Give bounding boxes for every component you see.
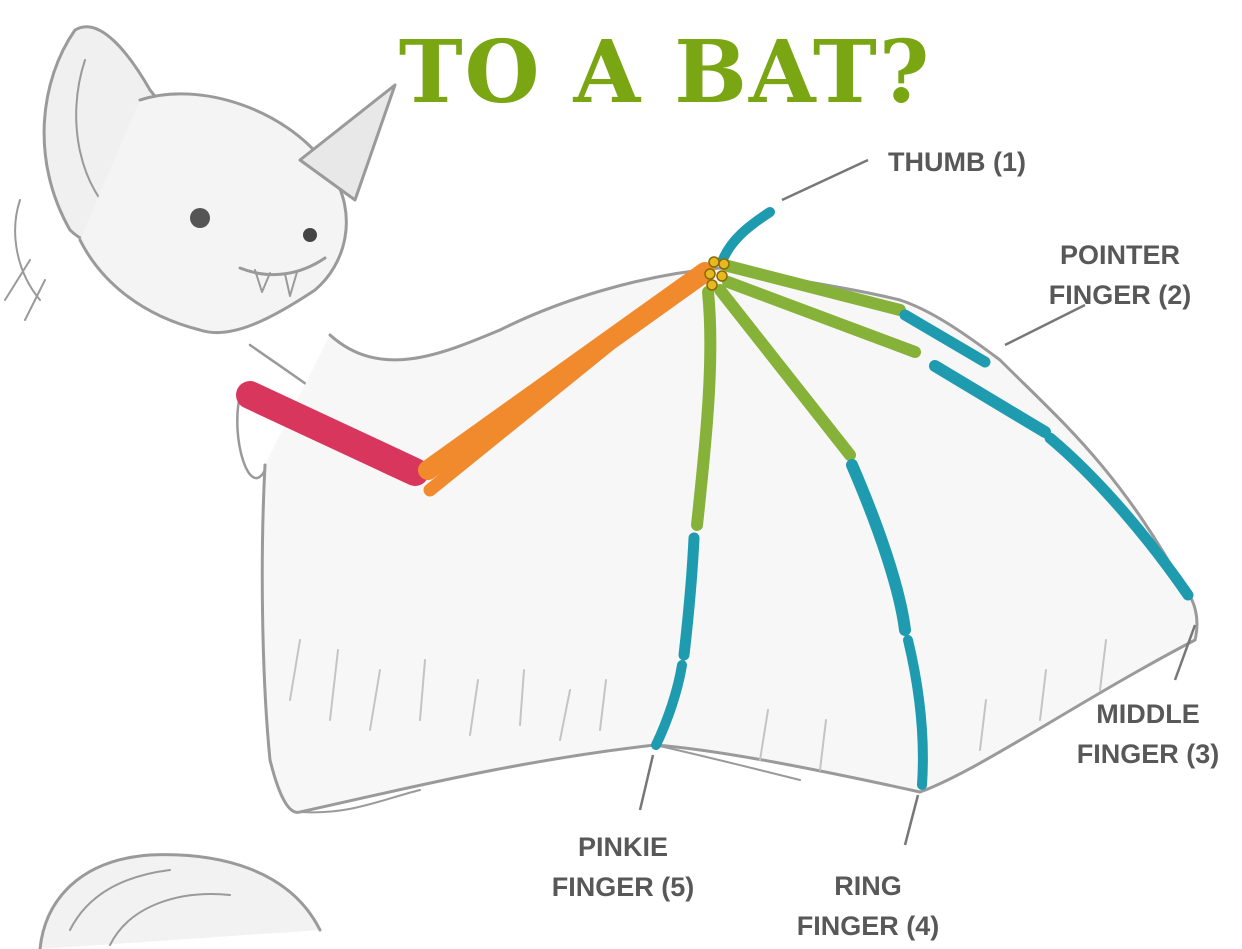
- middle-finger-label: MIDDLE FINGER (3): [1058, 694, 1238, 774]
- bat-nostril: [303, 228, 317, 242]
- middle-label-line-2: FINGER (3): [1058, 734, 1238, 774]
- pinkie-label-line-2: FINGER (5): [533, 867, 713, 907]
- middle-label-line-1: MIDDLE: [1058, 694, 1238, 734]
- ring-leader-line: [905, 795, 918, 845]
- ring-finger-label: RING FINGER (4): [778, 866, 958, 946]
- page-title: TO A BAT?: [0, 22, 1242, 123]
- ring-label-line-1: RING: [778, 866, 958, 906]
- thumb-bone: [722, 212, 770, 262]
- pointer-finger-label: POINTER FINGER (2): [1030, 235, 1210, 315]
- pinkie-finger-label: PINKIE FINGER (5): [533, 827, 713, 907]
- pointer-label-line-2: FINGER (2): [1030, 275, 1210, 315]
- wing-membrane: [262, 268, 1197, 812]
- bat-fur: [5, 200, 45, 320]
- second-bat-sketch: [40, 855, 320, 949]
- pinkie-leader-line: [640, 755, 653, 810]
- bat-eye: [190, 208, 210, 228]
- thumb-label-text: THUMB (1): [888, 142, 1026, 182]
- wrist-bone: [709, 257, 719, 267]
- thumb-label: THUMB (1): [888, 142, 1026, 182]
- wrist-bone: [705, 269, 715, 279]
- ring-label-line-2: FINGER (4): [778, 906, 958, 946]
- thumb-leader-line: [782, 160, 868, 200]
- pointer-label-line-1: POINTER: [1030, 235, 1210, 275]
- wrist-bone: [707, 280, 717, 290]
- wrist-bone: [717, 271, 727, 281]
- wrist-bone: [719, 259, 729, 269]
- pinkie-label-line-1: PINKIE: [533, 827, 713, 867]
